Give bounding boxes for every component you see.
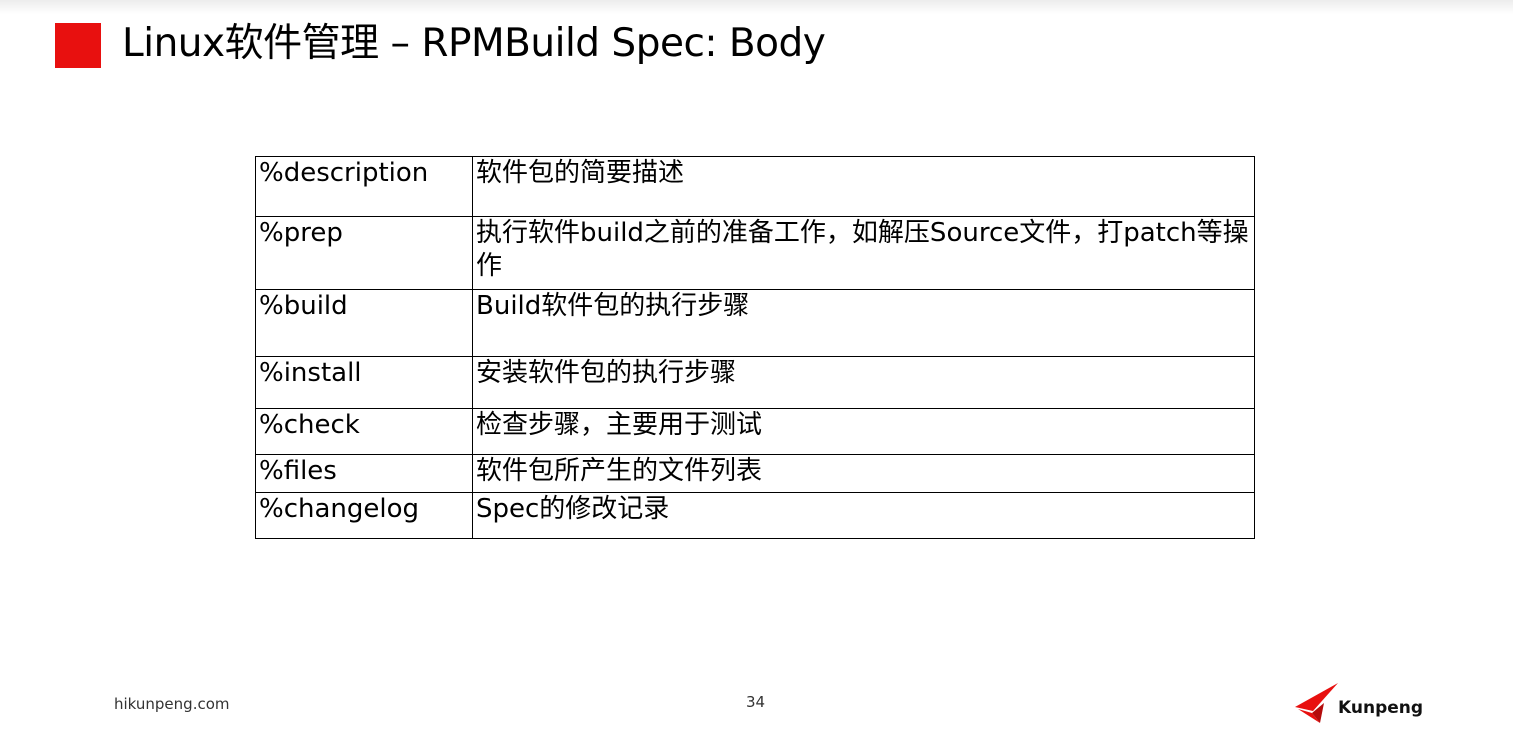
page-number: 34 bbox=[746, 693, 766, 711]
kunpeng-logo: Kunpeng bbox=[1294, 682, 1424, 724]
section-description: Build软件包的执行步骤 bbox=[472, 289, 1255, 357]
section-description: 执行软件build之前的准备工作，如解压Source文件，打patch等操作 bbox=[472, 216, 1255, 290]
section-key: %changelog bbox=[255, 492, 473, 539]
title-accent-square bbox=[55, 23, 101, 68]
table-row: %prep 执行软件build之前的准备工作，如解压Source文件，打patc… bbox=[255, 216, 1255, 290]
table-row: %check 检查步骤，主要用于测试 bbox=[255, 408, 1255, 455]
section-description: Spec的修改记录 bbox=[472, 492, 1255, 539]
spec-body-table: %description 软件包的简要描述 %prep 执行软件build之前的… bbox=[255, 156, 1255, 539]
section-key: %prep bbox=[255, 216, 473, 290]
section-description: 检查步骤，主要用于测试 bbox=[472, 408, 1255, 455]
section-key: %files bbox=[255, 454, 473, 493]
footer-website: hikunpeng.com bbox=[114, 695, 230, 713]
section-key: %check bbox=[255, 408, 473, 455]
slide-title: Linux软件管理 – RPMBuild Spec: Body bbox=[122, 21, 826, 66]
section-description: 软件包的简要描述 bbox=[472, 156, 1255, 217]
section-key: %description bbox=[255, 156, 473, 217]
kunpeng-bird-icon bbox=[1295, 683, 1338, 723]
logo-wordmark: Kunpeng bbox=[1338, 698, 1424, 718]
top-shadow bbox=[0, 0, 1513, 14]
section-description: 安装软件包的执行步骤 bbox=[472, 356, 1255, 409]
table-row: %install 安装软件包的执行步骤 bbox=[255, 356, 1255, 409]
section-key: %install bbox=[255, 356, 473, 409]
table-row: %build Build软件包的执行步骤 bbox=[255, 289, 1255, 357]
table-row: %description 软件包的简要描述 bbox=[255, 156, 1255, 217]
section-key: %build bbox=[255, 289, 473, 357]
table-row: %files 软件包所产生的文件列表 bbox=[255, 454, 1255, 493]
table-row: %changelog Spec的修改记录 bbox=[255, 492, 1255, 539]
section-description: 软件包所产生的文件列表 bbox=[472, 454, 1255, 493]
